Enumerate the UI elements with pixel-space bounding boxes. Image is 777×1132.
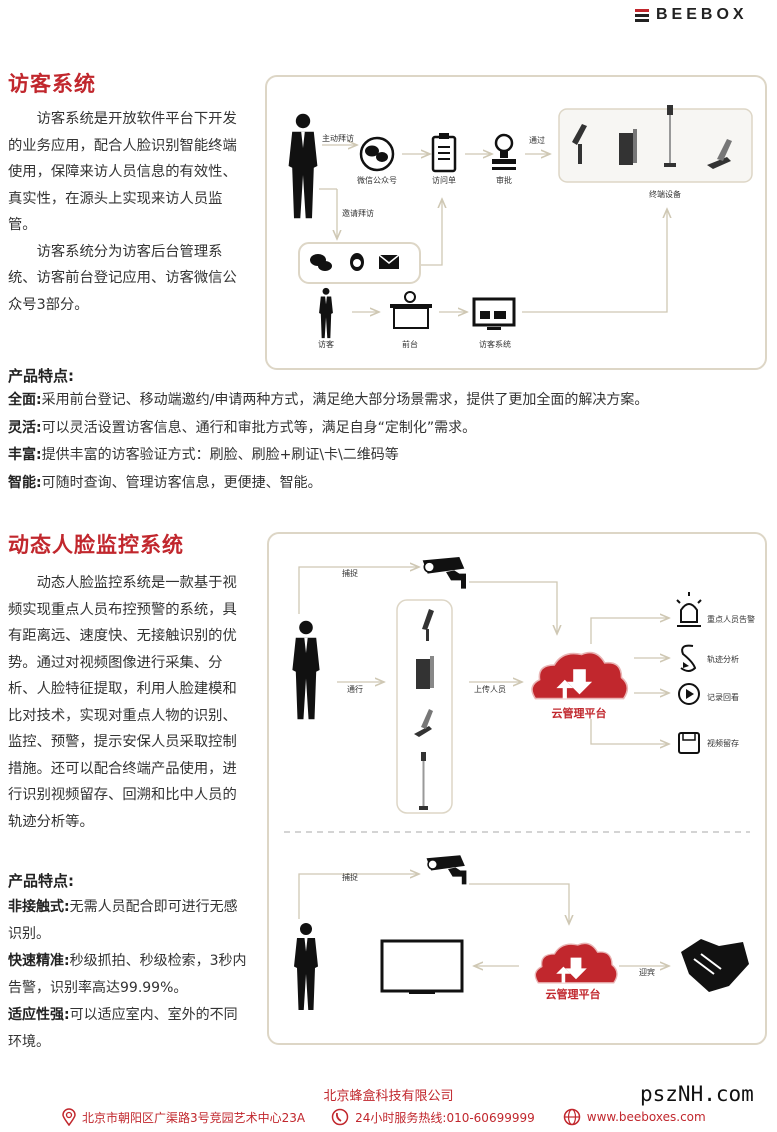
camera-icon xyxy=(425,854,468,886)
visitor-person-icon xyxy=(288,113,318,219)
feature-item: 非接触式:无需人员配合即可进行无感识别。 xyxy=(8,894,248,948)
terminal-devices-image xyxy=(414,609,434,810)
section-title-face-monitor: 动态人脸监控系统 xyxy=(8,533,184,557)
label-cloud-platform: 云管理平台 xyxy=(552,706,607,720)
label-visit-form: 访问单 xyxy=(432,175,456,185)
feature-item: 智能:可随时查询、管理访客信息，更便捷、智能。 xyxy=(8,470,773,498)
label-welcome: 迎宾 xyxy=(639,967,655,977)
label-approve: 审批 xyxy=(496,175,512,185)
save-icon xyxy=(678,732,700,754)
feature-text: 采用前台登记、移动端邀约/申请两种方式，满足绝大部分场景需求，提供了更加全面的解… xyxy=(41,392,649,408)
feature-text: 可随时查询、管理访客信息，更便捷、智能。 xyxy=(41,474,322,491)
feature-item: 灵活:可以灵活设置访客信息、通行和审批方式等，满足自身“定制化”需求。 xyxy=(8,415,773,443)
label-invite: 邀请拜访 xyxy=(342,208,374,218)
visitor-description: 访客系统是开放软件平台下开发的业务应用，配合人脸识别智能终端使用，保障来访人员信… xyxy=(8,106,250,318)
label-playback: 记录回看 xyxy=(707,693,739,702)
label-alarm: 重点人员告警 xyxy=(707,614,755,624)
label-front-desk: 前台 xyxy=(402,339,418,349)
feature-item: 适应性强:可以适应室内、室外的不同环境。 xyxy=(8,1002,248,1056)
label-capture: 捕捉 xyxy=(342,568,358,578)
stamp-icon xyxy=(492,133,516,170)
qq-icon xyxy=(350,253,364,271)
phone-icon xyxy=(331,1108,349,1126)
globe-icon xyxy=(563,1108,581,1126)
face-features-list: 非接触式:无需人员配合即可进行无感识别。 快速精准:秒级抓拍、秒级检索，3秒内告… xyxy=(8,894,248,1056)
label-visitor-system: 访客系统 xyxy=(479,339,511,349)
email-icon xyxy=(378,254,400,269)
paragraph: 访客系统是开放软件平台下开发的业务应用，配合人脸识别智能终端使用，保障来访人员信… xyxy=(8,111,237,233)
label-visitor: 访客 xyxy=(318,339,334,349)
feature-item: 快速精准:秒级抓拍、秒级检索，3秒内告警，识别率高达99.99%。 xyxy=(8,948,248,1002)
brand-logo: BEEBOX xyxy=(634,6,748,24)
monitor-icon xyxy=(472,297,516,330)
display-screen-icon xyxy=(380,939,464,994)
terminal-devices-image xyxy=(572,105,732,169)
footer-website[interactable]: www.beeboxes.com xyxy=(586,1110,706,1124)
face-monitor-diagram: 捕捉 通行 上传人员 云管理平台 重点人员告警 轨迹分析 记录回看 视频留存 捕… xyxy=(267,532,767,1045)
label-pass: 通行 xyxy=(347,684,363,694)
feature-text: 无需人员配合即可进行无感识别。 xyxy=(8,899,238,942)
feature-item: 丰富:提供丰富的访客验证方式：刷脸、刷脸+刷证\卡\二维码等 xyxy=(8,442,773,470)
person-icon xyxy=(294,923,318,1010)
cloud-platform-icon xyxy=(534,942,618,984)
footer-hotline: 24小时服务热线:010-60699999 xyxy=(355,1110,535,1125)
location-icon xyxy=(62,1108,76,1126)
wechat-channel-icon xyxy=(310,254,332,271)
footer-address: 北京市朝阳区广渠路3号竞园艺术中心23A xyxy=(82,1110,306,1125)
camera-icon xyxy=(421,556,467,590)
footer-contact: 北京市朝阳区广渠路3号竞园艺术中心23A 24小时服务热线:010-606999… xyxy=(62,1108,706,1126)
feature-key: 全面: xyxy=(8,392,42,408)
paragraph: 访客系统分为访客后台管理系统、访客前台登记应用、访客微信公众号3部分。 xyxy=(8,243,237,313)
features-title: 产品特点: xyxy=(8,367,74,385)
feature-key: 智能: xyxy=(8,474,42,491)
logo-icon xyxy=(635,9,649,22)
clipboard-icon xyxy=(431,133,457,173)
watermark: pszNH.com xyxy=(640,1082,754,1106)
feature-key: 丰富: xyxy=(8,447,42,463)
feature-text: 可以灵活设置访客信息、通行和审批方式等，满足自身“定制化”需求。 xyxy=(41,419,477,436)
device-column xyxy=(396,599,453,814)
footer-company: 北京蜂盒科技有限公司 xyxy=(323,1089,454,1104)
feature-key: 快速精准: xyxy=(8,953,70,969)
features-title: 产品特点: xyxy=(8,872,74,890)
face-description: 动态人脸监控系统是一款基于视频实现重点人员布控预警的系统，具有距离远、速度快、无… xyxy=(8,570,250,835)
wechat-icon xyxy=(359,136,395,172)
feature-text: 秒级抓拍、秒级检索，3秒内告警，识别率高达99.99%。 xyxy=(8,953,247,996)
feature-key: 适应性强: xyxy=(8,1007,70,1023)
label-capture-2: 捕捉 xyxy=(342,872,358,882)
visitor-flow-diagram: 主动拜访 微信公众号 访问单 审批 通过 终端设备 邀请拜访 访客 前台 访客系… xyxy=(265,75,767,370)
feature-text: 提供丰富的访客验证方式：刷脸、刷脸+刷证\卡\二维码等 xyxy=(41,447,399,463)
playback-icon xyxy=(678,683,700,705)
cloud-platform-icon xyxy=(531,651,629,700)
track-icon xyxy=(680,644,697,672)
label-pass: 通过 xyxy=(529,135,545,145)
feature-item: 全面:采用前台登记、移动端邀约/申请两种方式，满足绝大部分场景需求，提供了更加全… xyxy=(8,387,773,415)
logo-text: BEEBOX xyxy=(656,6,748,23)
feature-text: 可以适应室内、室外的不同环境。 xyxy=(8,1007,238,1050)
paragraph: 动态人脸监控系统是一款基于视频实现重点人员布控预警的系统，具有距离远、速度快、无… xyxy=(8,575,237,830)
visitor-small-person-icon xyxy=(319,287,333,339)
terminal-devices-panel xyxy=(558,108,753,183)
label-terminal: 终端设备 xyxy=(649,189,681,199)
label-track: 轨迹分析 xyxy=(707,654,739,664)
front-desk-icon xyxy=(390,291,432,329)
person-icon xyxy=(292,620,320,720)
feature-key: 非接触式: xyxy=(8,899,70,915)
label-storage: 视频留存 xyxy=(707,738,739,748)
label-active-visit: 主动拜访 xyxy=(322,133,354,143)
section-title-visitor: 访客系统 xyxy=(8,72,96,96)
handshake-icon xyxy=(681,939,749,992)
feature-key: 灵活: xyxy=(8,419,42,436)
label-cloud-platform-2: 云管理平台 xyxy=(546,987,601,1001)
alarm-icon xyxy=(676,592,702,627)
visitor-features-list: 全面:采用前台登记、移动端邀约/申请两种方式，满足绝大部分场景需求，提供了更加全… xyxy=(8,387,773,497)
label-upload: 上传人员 xyxy=(474,684,506,694)
label-wechat-account: 微信公众号 xyxy=(357,175,397,185)
